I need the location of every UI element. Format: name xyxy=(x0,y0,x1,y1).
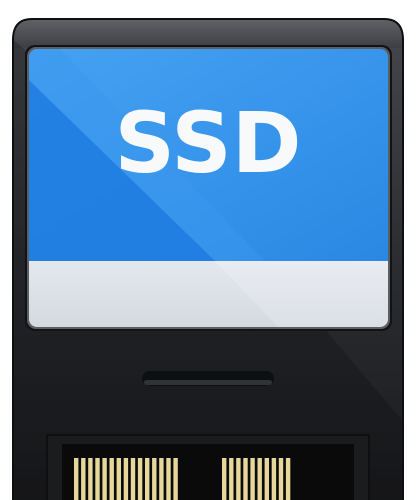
connector-pin xyxy=(74,458,79,500)
drive-label-panel xyxy=(25,45,392,331)
connector-pin xyxy=(250,458,255,500)
connector-pin xyxy=(264,458,269,500)
drive-slot xyxy=(142,371,274,386)
connector-pin xyxy=(145,458,150,500)
connector-pin xyxy=(173,458,178,500)
connector-pin xyxy=(130,458,136,500)
connector-pin xyxy=(81,458,86,500)
connector-pin xyxy=(271,458,277,500)
connector-pin xyxy=(95,458,100,500)
connector-pin xyxy=(137,458,143,500)
connector-pin xyxy=(166,458,171,500)
connector-pin xyxy=(116,458,121,500)
connector-pin xyxy=(278,458,284,500)
connector-pin xyxy=(159,458,164,500)
connector-pins xyxy=(74,458,291,500)
connector-pin xyxy=(285,458,291,500)
connector-pin xyxy=(102,458,107,500)
connector-pin xyxy=(109,458,114,500)
connector-pin xyxy=(88,458,93,500)
connector-pin xyxy=(152,458,157,500)
connector-pin xyxy=(257,458,262,500)
sata-connector xyxy=(46,434,370,500)
connector-pin xyxy=(222,458,227,500)
connector-pin xyxy=(236,458,241,500)
ssd-label-text: SSD xyxy=(115,94,302,192)
connector-pin xyxy=(243,458,248,500)
connector-pin xyxy=(229,458,234,500)
connector-pin xyxy=(123,458,129,500)
